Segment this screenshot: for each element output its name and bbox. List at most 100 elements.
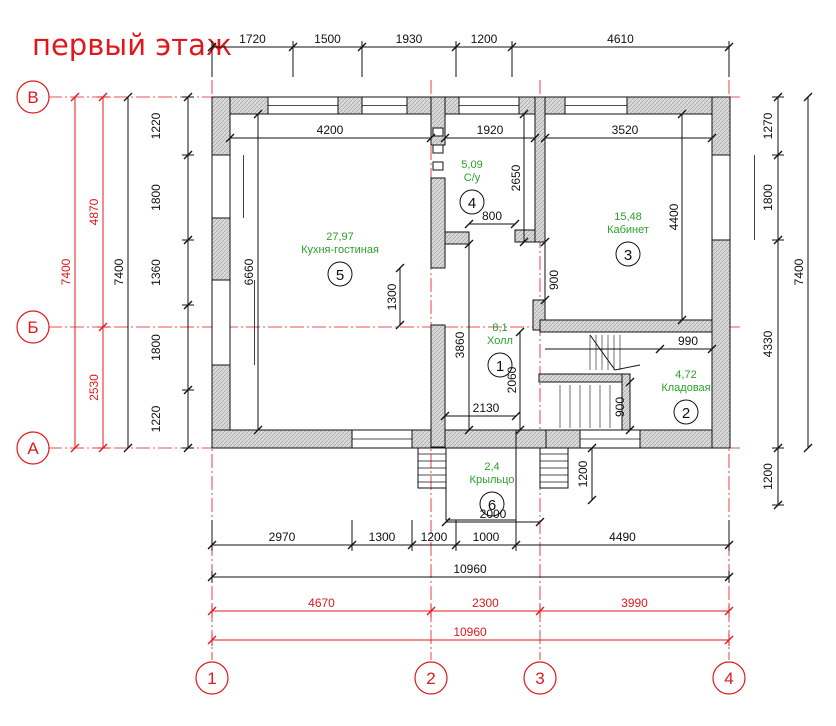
dimension-tick: [123, 92, 133, 102]
dim-opening: 800: [482, 209, 502, 223]
window: [211, 279, 231, 366]
dim-kitchen-h: 6660: [242, 258, 256, 285]
axis-label-1: 1: [207, 669, 216, 688]
dimension-tick: [357, 42, 367, 52]
dimension-tick: [773, 235, 783, 245]
dim-hall-h: 3860: [453, 331, 467, 358]
dim-top-label: 4610: [607, 32, 634, 46]
wall: [538, 373, 630, 383]
dim-red-total-label: 10960: [453, 625, 487, 639]
dimension-tick: [253, 109, 263, 119]
dimension-tick: [511, 540, 521, 550]
wc-fixture: [432, 127, 444, 137]
dim-total-label: 10960: [453, 562, 487, 576]
room-number-circle-2: [673, 399, 699, 425]
axis-bubble-2: [414, 661, 448, 695]
room-area-1: 8,1: [492, 322, 507, 334]
dimension-tick: [724, 42, 734, 52]
room-number-4: 4: [468, 195, 476, 212]
room-name-3: Кабинет: [607, 224, 649, 236]
dim-right-label: 1270: [761, 112, 775, 139]
dimension-tick: [773, 92, 783, 102]
wall: [534, 96, 546, 243]
window: [211, 154, 231, 219]
room-number-circle-4: [459, 189, 485, 215]
wall: [430, 324, 446, 448]
dim-red-label: 4670: [308, 596, 335, 610]
axis-label-3: 3: [535, 669, 544, 688]
room-name-4: С/у: [464, 172, 481, 184]
dimension-tick: [98, 322, 108, 332]
dimension-tick: [207, 42, 217, 52]
dim-top-label: 1930: [396, 32, 423, 46]
dim-bottom-label: 1000: [473, 530, 500, 544]
dimension-tick: [288, 42, 298, 52]
dim-pantry-door: 900: [613, 397, 627, 417]
dimension-tick: [395, 320, 405, 330]
axis-bubble-А: [16, 431, 50, 465]
axis-label-А: А: [27, 439, 39, 458]
dimension-tick: [183, 443, 193, 453]
room-area-6: 2,4: [484, 461, 499, 473]
room-number-3: 3: [624, 247, 632, 264]
dimension-tick: [451, 42, 461, 52]
dimension-tick: [773, 443, 783, 453]
dimension-tick: [587, 495, 597, 505]
dimension-tick: [677, 315, 687, 325]
dim-stair-w: 990: [678, 334, 698, 348]
dim-hall-w: 2130: [473, 401, 500, 415]
room-number-circle-3: [615, 241, 641, 267]
dim-left-red-label: 4870: [87, 198, 101, 225]
dim-study-h: 4400: [667, 203, 681, 230]
axis-bubble-3: [523, 661, 557, 695]
room-number-circle-1: [487, 352, 513, 378]
dimension-tick: [535, 606, 545, 616]
dimension-tick: [98, 443, 108, 453]
dimension-tick: [515, 327, 525, 337]
dimension-tick: [625, 377, 635, 387]
dimension-tick: [773, 150, 783, 160]
stair-path: [589, 334, 641, 371]
dimension-tick: [507, 42, 517, 52]
dim-wc-h: 2650: [509, 164, 523, 191]
wc-fixture: [432, 161, 444, 171]
dimension-tick: [98, 92, 108, 102]
dimension-tick: [724, 606, 734, 616]
dim-right-label: 1200: [761, 463, 775, 490]
axis-label-В: В: [27, 88, 38, 107]
dimension-tick: [464, 239, 474, 249]
dim-right-total-label: 7400: [792, 258, 806, 285]
axis-bubble-В: [16, 80, 50, 114]
dim-porch-w: 2000: [480, 507, 507, 521]
dimension-tick: [655, 344, 665, 354]
dim-left-black-total-label: 7400: [112, 258, 126, 285]
dim-left-red-total-label: 7400: [59, 258, 73, 285]
dim-top-label: 1200: [471, 32, 498, 46]
room-number-circle-5: [327, 261, 353, 287]
dim-right-label: 1800: [761, 184, 775, 211]
axis-bubble-1: [195, 661, 229, 695]
dimension-tick: [515, 425, 525, 435]
dimension-tick: [530, 133, 540, 143]
room-area-5: 27,97: [326, 231, 354, 243]
dimension-tick: [677, 109, 687, 119]
room-number-circle-6: [479, 491, 505, 517]
wall: [430, 177, 446, 269]
wc-fixture: [432, 144, 444, 154]
room-number-5: 5: [336, 267, 344, 284]
dim-left-red-label: 2530: [87, 374, 101, 401]
dimension-tick: [183, 300, 193, 310]
dimension-tick: [511, 411, 521, 421]
dim-kitchen-opening: 1300: [385, 283, 399, 310]
dim-left-black-label: 1360: [149, 259, 163, 286]
dimension-tick: [183, 92, 193, 102]
dimension-tick: [519, 109, 529, 119]
dimension-tick: [183, 150, 193, 160]
room-name-1: Холл: [487, 335, 513, 347]
dimension-tick: [803, 92, 813, 102]
plan-title: первый этаж: [32, 28, 232, 62]
dimension-tick: [773, 500, 783, 510]
axis-bubble-Б: [16, 310, 50, 344]
dim-top-label: 1500: [314, 32, 341, 46]
